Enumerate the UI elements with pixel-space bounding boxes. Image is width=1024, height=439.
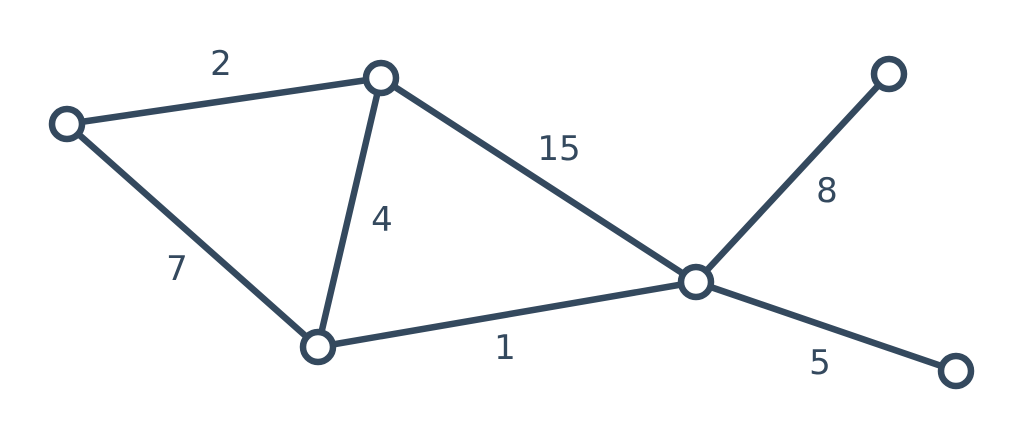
edge-weight-label-b-d: 15 <box>537 129 580 169</box>
edge-weight-label-a-b: 2 <box>210 44 232 84</box>
edge-a-b <box>63 74 385 128</box>
graph-node-a <box>48 105 86 143</box>
edge-weight-label-a-c: 7 <box>166 249 188 289</box>
graph-node-b <box>362 59 400 97</box>
edge-weight-label-b-c: 4 <box>371 200 393 240</box>
edge-weight-label-c-d: 1 <box>494 328 516 368</box>
edge-c-d <box>314 278 700 351</box>
nodes-layer <box>48 55 975 390</box>
graph-node-f <box>937 352 975 390</box>
edge-weight-label-d-f: 5 <box>809 343 831 383</box>
edge-d-e <box>692 70 893 286</box>
edge-b-d <box>377 74 700 286</box>
edges-layer <box>63 70 960 375</box>
edge-b-c <box>314 74 385 351</box>
graph-node-e <box>870 55 908 93</box>
edge-weights-layer: 2 7 4 15 1 8 5 <box>166 44 838 383</box>
graph-node-d <box>677 263 715 301</box>
edge-weight-label-d-e: 8 <box>816 171 838 211</box>
edge-d-f <box>692 278 960 375</box>
graph-node-c <box>299 328 337 366</box>
edge-a-c <box>63 120 322 351</box>
